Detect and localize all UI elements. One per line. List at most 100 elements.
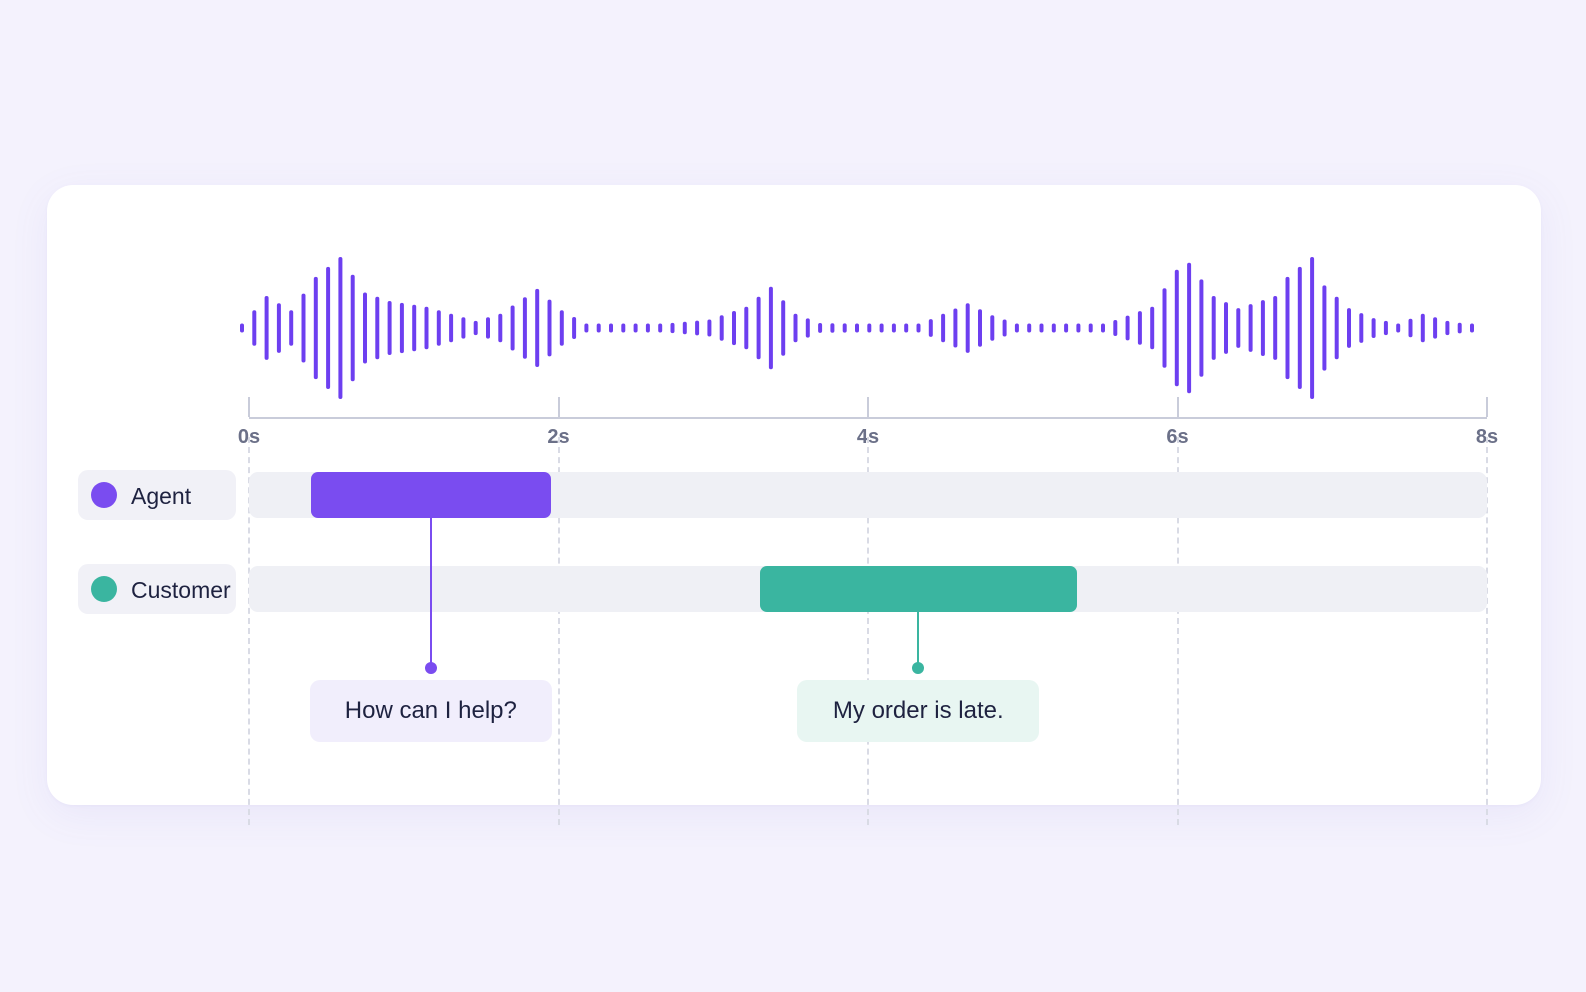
waveform-bar <box>350 274 355 382</box>
waveform-bar <box>1088 323 1093 333</box>
waveform-bar <box>1322 285 1327 371</box>
waveform-bar <box>449 313 454 343</box>
waveform-bar <box>1076 323 1081 333</box>
waveform-bar <box>473 320 478 336</box>
waveform-bar <box>990 315 995 341</box>
waveform-bar <box>498 313 503 343</box>
waveform-bar <box>559 310 564 346</box>
waveform-bar <box>1039 323 1044 333</box>
agent-speech-segment[interactable] <box>310 472 551 518</box>
waveform-bar <box>461 317 466 339</box>
waveform-bar <box>1236 308 1241 348</box>
waveform-bar <box>1310 257 1315 399</box>
waveform-bar <box>1150 306 1155 350</box>
waveform-bar <box>633 323 638 333</box>
axis-tick <box>867 397 869 417</box>
waveform-bar <box>1187 262 1192 394</box>
waveform-bar <box>805 318 810 338</box>
waveform-bar <box>1433 317 1438 339</box>
waveform-bar <box>326 266 331 389</box>
waveform-bar <box>547 299 552 357</box>
waveform-bar <box>645 323 650 333</box>
speaker-label-customer: Customer <box>78 564 236 614</box>
customer-track <box>249 566 1487 612</box>
waveform-bar <box>781 300 786 356</box>
waveform-bar <box>953 308 958 348</box>
waveform-bar <box>1174 269 1179 387</box>
waveform-bar <box>412 304 417 352</box>
customer-utterance-text: My order is late. <box>832 697 1004 724</box>
waveform-bar <box>510 305 515 351</box>
waveform-bar <box>1383 320 1388 336</box>
waveform-bar <box>904 323 909 333</box>
waveform-bar <box>855 323 859 333</box>
waveform-bar <box>301 293 306 363</box>
waveform-bar <box>842 323 847 333</box>
waveform-bar <box>1014 323 1019 333</box>
waveform-bar <box>621 323 626 333</box>
agent-label: Agent <box>131 483 192 509</box>
waveform-bar <box>289 310 294 346</box>
waveform-bar <box>596 323 601 333</box>
waveform-bar <box>879 323 884 333</box>
waveform-bar <box>1297 266 1302 389</box>
customer-color-dot <box>91 576 117 602</box>
waveform-bar <box>1347 308 1351 348</box>
waveform-bar <box>609 323 613 333</box>
time-axis <box>249 417 1487 419</box>
waveform-bar <box>1064 323 1069 333</box>
waveform-bar <box>264 296 269 360</box>
waveform-bar <box>399 302 404 354</box>
waveform-bar <box>584 323 589 333</box>
axis-gridline <box>557 437 560 825</box>
waveform-bar <box>756 296 761 360</box>
waveform-bar <box>1273 296 1278 360</box>
waveform-bar <box>682 321 687 335</box>
waveform-bar <box>1211 296 1216 360</box>
axis-gridline <box>867 437 869 825</box>
waveform-bar <box>522 297 527 359</box>
waveform-bar <box>424 306 429 350</box>
waveform-bar <box>1113 320 1118 336</box>
waveform-bar <box>1101 323 1105 333</box>
waveform-bar <box>1002 319 1007 337</box>
waveform-bar <box>375 296 380 360</box>
agent-connector-dot <box>424 662 437 674</box>
waveform-bar <box>1396 323 1401 333</box>
waveform-bar <box>744 306 749 350</box>
waveform-bar <box>1371 318 1376 338</box>
waveform-bar <box>1162 288 1167 368</box>
waveform-bar <box>252 310 257 346</box>
waveform-bar <box>1199 279 1204 377</box>
waveform-bar <box>818 323 823 333</box>
waveform-bar <box>363 292 367 364</box>
waveform-bar <box>1408 318 1413 338</box>
audio-waveform <box>240 257 1474 399</box>
customer-utterance-callout: My order is late. <box>797 680 1040 742</box>
waveform-bar <box>387 301 392 355</box>
waveform-bar <box>1137 311 1142 345</box>
customer-speech-segment[interactable] <box>759 566 1077 612</box>
waveform-bar <box>486 317 490 339</box>
agent-utterance-text: How can I help? <box>344 697 517 724</box>
waveform-bar <box>240 323 244 333</box>
waveform-bar <box>1260 300 1265 356</box>
waveform-bar <box>891 323 896 333</box>
axis-gridline <box>1176 437 1179 825</box>
axis-tick <box>1486 397 1488 417</box>
waveform-bar <box>1457 322 1462 334</box>
waveform-bar <box>719 315 724 341</box>
waveform-bar <box>572 317 577 339</box>
waveform-bar <box>978 309 982 347</box>
waveform-bar <box>1285 276 1290 380</box>
agent-callout-connector <box>429 518 432 668</box>
agent-color-dot <box>91 482 117 508</box>
waveform-bar <box>732 311 736 346</box>
waveform-bar <box>928 319 933 337</box>
agent-track <box>249 472 1487 518</box>
waveform-bar <box>1334 296 1339 360</box>
axis-tick <box>557 397 560 417</box>
customer-connector-dot <box>912 662 925 674</box>
agent-utterance-callout: How can I help? <box>309 680 552 742</box>
